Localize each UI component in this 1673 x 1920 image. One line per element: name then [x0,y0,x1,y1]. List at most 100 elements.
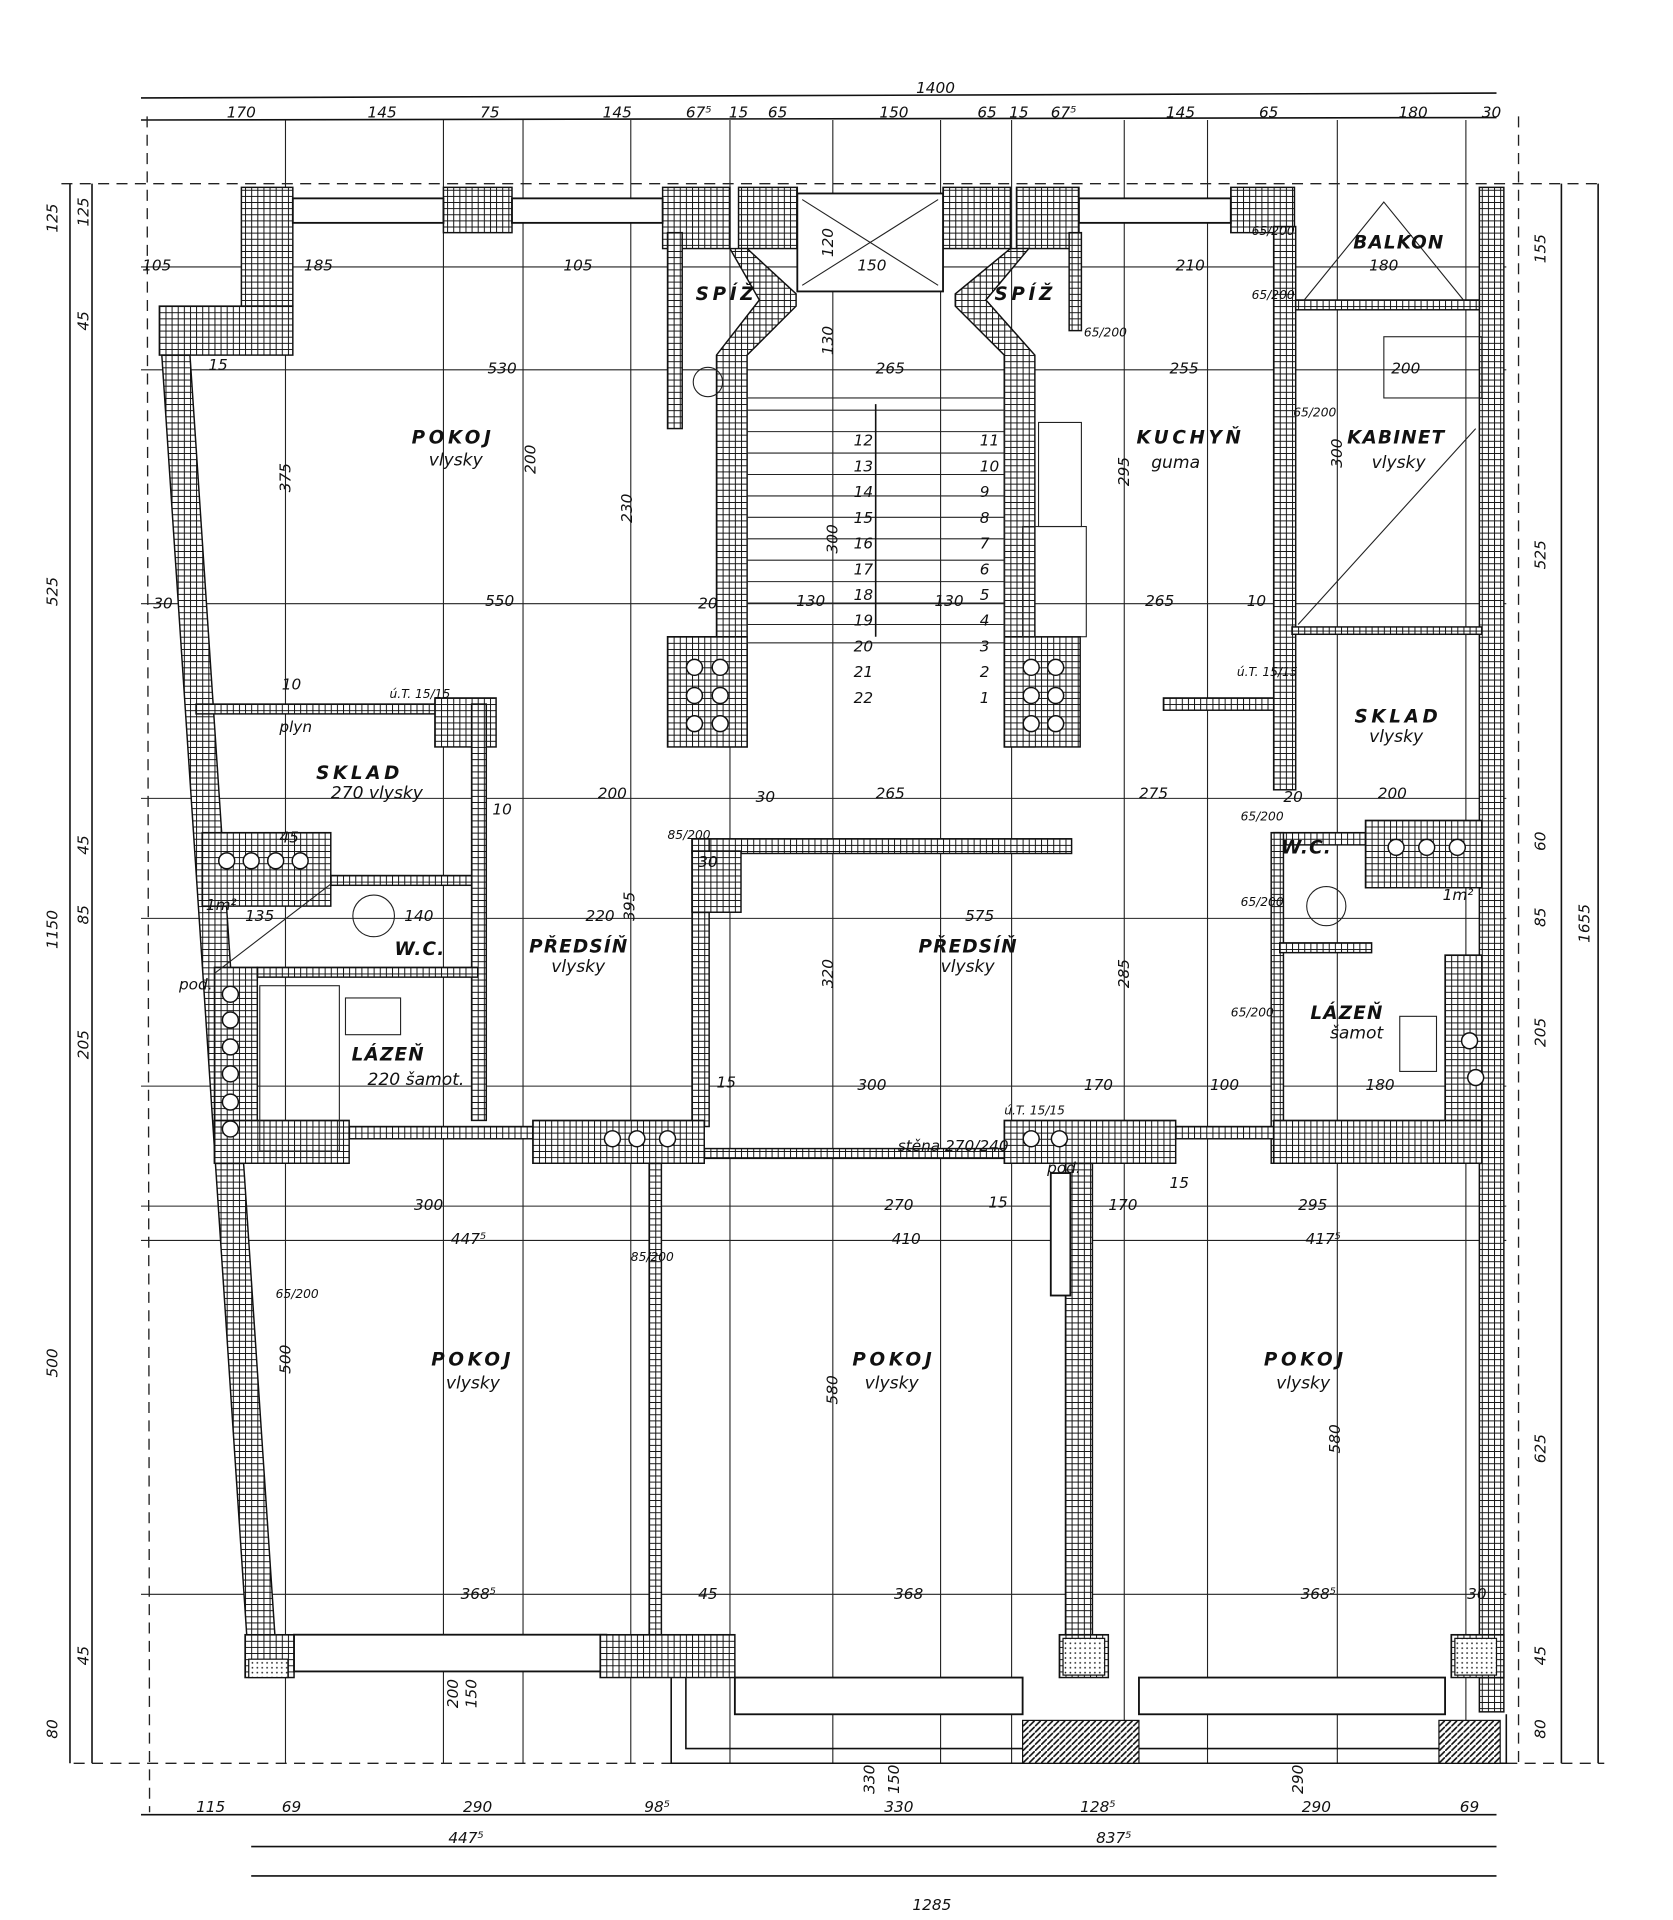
flue-circle [1448,838,1467,857]
stair-step-number: 7 [980,535,990,553]
room-name-spiz-right: SPÍŽ [994,283,1056,305]
stair-step-number: 18 [854,586,874,604]
flue-circle [218,852,236,870]
room-labels: POKOJ vlysky SPÍŽ SPÍŽ KUCHYŇ guma KABIN… [316,233,1444,1394]
dimension-label: 15 [208,356,227,374]
dimension-label: 205 [1531,1018,1549,1047]
room-name-kuchyn: KUCHYŇ [1137,426,1245,448]
stair-step-number: 17 [854,560,874,578]
flue-circle [1022,714,1040,733]
dimension-label: 15 [1009,104,1028,122]
room-name-spiz-left: SPÍŽ [696,283,758,305]
dimension-label: 140 [404,907,433,925]
dimension-label: 368⁵ [1301,1585,1336,1603]
flue-circle [1022,658,1040,677]
dimension-label: 580 [1326,1424,1344,1453]
stair-step-number: 6 [980,560,990,578]
dimension-label: 69 [282,1798,301,1816]
dimension-label: 15 [729,104,748,122]
room-name-predsin-left: PŘEDSÍŇ [529,936,628,958]
flue-circle [685,686,704,705]
room-floor-kabinet: vlysky [1372,453,1427,473]
dimension-label: 265 [876,359,905,377]
dimension-label: 65/200 [1231,1005,1274,1019]
flue-circle [1466,1068,1485,1087]
flue-circle [658,1130,677,1148]
dimension-label: 145 [603,104,632,122]
room-floor-pokoj-sw: vlysky [446,1374,501,1394]
dimension-label: 60 [1531,832,1549,851]
dimension-label: 1285 [912,1896,951,1914]
dimension-label: 180 [1365,1076,1394,1094]
heating-note-left: ú.T. 15/15 [390,687,451,701]
dimension-label: 85/200 [631,1250,674,1264]
dimension-label: 30 [1467,1585,1486,1603]
flue-circle [1387,838,1405,857]
dimension-label: 45 [74,835,92,854]
stair-step-number: 11 [980,432,999,450]
dimension-label: 65 [977,104,996,122]
dimension-label: 67⁵ [686,104,712,122]
dimension-label: 170 [1108,1196,1137,1214]
dimension-label: 180 [1399,104,1428,122]
dimension-label: 575 [965,907,994,925]
stair-step-number: 16 [854,535,874,553]
dimension-label: 295 [1115,457,1133,486]
dimension-label: 30 [756,788,775,806]
dimension-label: 45 [279,828,298,846]
flue-circle [1022,686,1040,705]
flue-circle [291,852,309,870]
gas-note: plyn [278,718,312,736]
annotations: stěna 270/240 plyn ú.T. 15/15 ú.T. 15/15… [178,665,1473,1177]
stair-step-number: 5 [980,586,990,604]
stair-step-number: 8 [980,509,990,527]
walls [158,186,1508,1765]
stair-step-number: 2 [980,663,990,681]
dimension-label: 200 [598,784,627,802]
dimension-label: 15 [1170,1174,1189,1192]
dimension-label: 625 [1531,1434,1549,1463]
pod-note-center: pod. [1046,1159,1081,1177]
dimension-label: 200 [1391,359,1420,377]
dimension-label: 115 [196,1798,225,1816]
pod-note-left: pod. [178,975,213,993]
dimension-label: 170 [227,104,256,122]
stair-step-number: 21 [854,663,873,681]
dimension-label: 125 [44,203,62,232]
dimension-label: 300 [1328,439,1346,468]
dimension-label: 300 [824,524,842,553]
dimension-label: 180 [1369,257,1398,275]
dimension-label: 20 [698,595,717,613]
flue-circle [711,658,729,677]
flue-circle [266,852,285,870]
flue-circle [221,985,240,1003]
room-name-pokoj-sw: POKOJ [431,1349,514,1370]
dimension-label: 150 [463,1679,481,1708]
dimension-label: 85 [74,905,92,924]
room-name-pokoj-s: POKOJ [852,1349,935,1370]
room-name-predsin-center: PŘEDSÍŇ [919,936,1018,958]
stair-step-number: 9 [980,483,990,501]
room-floor-sklad-right: vlysky [1369,727,1424,747]
dimension-label: 120 [819,228,837,257]
dimension-label: 837⁵ [1096,1829,1131,1847]
room-name-wc-left: W.C. [394,939,445,960]
dimension-label: 300 [414,1196,443,1214]
flue-circle [711,686,729,705]
dimension-label: 65/200 [276,1287,319,1301]
dimension-label: 417⁵ [1305,1230,1340,1248]
room-name-sklad-left: SKLAD [316,763,403,784]
room-floor-kuchyn: guma [1151,453,1200,473]
dimension-label: 30 [698,853,717,871]
dimension-label: 200 [444,1679,462,1708]
dimension-label: 67⁵ [1051,104,1077,122]
dimension-label: 530 [488,359,517,377]
flue-circle [1050,1130,1069,1148]
flue-circle [221,1120,240,1138]
dimension-label: 500 [44,1348,62,1377]
stair-step-number: 10 [980,457,999,475]
heating-note-center: ú.T. 15/15 [1004,1103,1065,1117]
dimension-label: 270 [884,1196,913,1214]
room-floor-predsin-left: vlysky [551,957,606,977]
